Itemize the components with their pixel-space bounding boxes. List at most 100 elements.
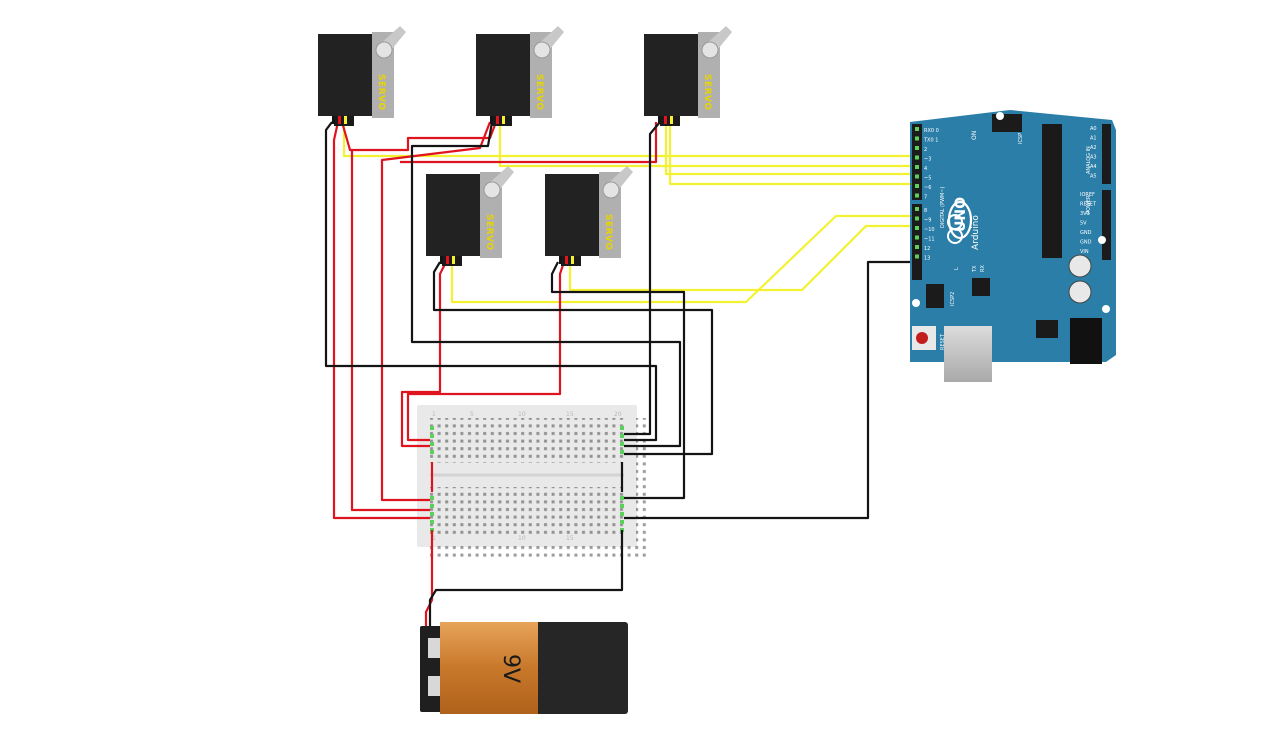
servo-power-lead [496, 116, 499, 124]
power-pin-label: 5V [1080, 221, 1087, 227]
bb-col-5: 5 [470, 411, 474, 418]
digital-pin [915, 155, 919, 160]
analog-pin-label: A3 [1090, 155, 1097, 161]
digital-header-high [912, 124, 922, 200]
digital-pin-label: TX0 1 [923, 138, 938, 144]
digital-pin-label: ~3 [924, 157, 931, 163]
mount-hole [1102, 305, 1110, 313]
servo-2: SERVO [476, 26, 564, 126]
analog-pin-label: A2 [1090, 145, 1097, 151]
bb-col-1-bottom: 1 [432, 535, 436, 542]
digital-pin [915, 146, 919, 150]
battery-orange-band [440, 622, 488, 714]
servo-power-lead [664, 116, 667, 124]
servo-ground-lead [440, 256, 443, 264]
svg-text:ICSP2: ICSP2 [950, 292, 956, 306]
servo-signal-lead [502, 116, 505, 124]
battery-terminal-positive [428, 638, 442, 658]
servo-power-lead [446, 256, 449, 264]
atmega-chip [1042, 124, 1062, 258]
digital-pin [915, 254, 919, 259]
servo-signal-lead [571, 256, 574, 264]
power-pin-label: IOREF [1080, 192, 1095, 198]
servo-body [318, 34, 376, 116]
bb-col-1: 1 [432, 411, 436, 418]
digital-pin [915, 245, 919, 249]
digital-pin-label: 4 [924, 166, 927, 172]
servo-body [644, 34, 702, 116]
breadboard-column-numbers: 1 5 10 15 20 1 10 15 [432, 411, 622, 542]
digital-pin-label: 13 [924, 256, 930, 262]
bb-col-15-bottom: 15 [566, 535, 574, 542]
svg-text:ICSP: ICSP [1018, 133, 1024, 144]
signal-wires [342, 122, 916, 304]
digital-pin [915, 216, 919, 221]
digital-pin-label: ~9 [924, 218, 931, 224]
battery-terminal-negative [428, 676, 442, 696]
power-pin-label: RESET [1080, 202, 1097, 208]
rx-led-label: RX [980, 265, 986, 272]
digital-pin [915, 207, 919, 211]
servo-ground-lead [658, 116, 661, 124]
servo-shaft [375, 41, 393, 59]
servo-shaft [701, 41, 719, 59]
servo-power-lead [565, 256, 568, 264]
power-wires [332, 121, 658, 632]
servo-body [426, 174, 484, 256]
digital-pin-label: ~11 [924, 237, 935, 243]
servo-1: SERVO [318, 26, 406, 126]
power-pin-label: VIN [1080, 249, 1089, 255]
servo-shaft [483, 181, 501, 199]
servo-signal-lead [670, 116, 673, 124]
svg-text:DIGITAL (PWM~): DIGITAL (PWM~) [940, 186, 946, 228]
servo-label: SERVO [484, 214, 494, 251]
l-led-label: L [954, 267, 960, 270]
svg-text:TX: TX [972, 265, 978, 273]
capacitor-1 [1068, 254, 1092, 278]
icsp-label: ICSP [1018, 133, 1024, 144]
digital-pin-label: RX0 0 [924, 128, 939, 134]
battery-9v: 9V [420, 622, 628, 714]
power-jack [1070, 318, 1102, 364]
digital-pin [915, 136, 919, 141]
servo-4: SERVO [426, 166, 514, 266]
icsp2-header [926, 284, 944, 308]
digital-pin [915, 165, 919, 169]
digital-pin [915, 226, 919, 230]
digital-pin [915, 174, 919, 179]
servo-label: SERVO [376, 74, 386, 111]
usb-connector [944, 326, 992, 382]
tx-led-label: TX [972, 265, 978, 273]
battery-label-panel [486, 622, 538, 714]
regulator [1036, 320, 1058, 338]
svg-text:ANALOG IN: ANALOG IN [1086, 146, 1092, 174]
digital-pin-label: ~5 [924, 176, 931, 182]
arduino-brand-text: Arduino [971, 215, 981, 250]
digital-header-low [912, 204, 922, 280]
digital-pin [915, 184, 919, 188]
breadboard: 1 5 10 15 20 1 10 15 [417, 405, 646, 558]
mount-hole [996, 112, 1004, 120]
power-pin-label: 3V3 [1080, 211, 1090, 217]
servo-label: SERVO [603, 214, 613, 251]
power-header [1102, 190, 1111, 260]
digital-pin [915, 193, 919, 198]
servo-ground-lead [490, 116, 493, 124]
arduino-uno: UNO Arduino DIGITAL (PWM~) ANALOG IN POW… [910, 110, 1116, 382]
digital-pin [915, 235, 919, 240]
analog-pin-label: A0 [1090, 126, 1097, 132]
digital-pin [915, 127, 919, 131]
analog-pin-label: A5 [1090, 174, 1097, 180]
uno-logo-text: UNO [953, 197, 969, 232]
servo-5: SERVO [545, 166, 633, 266]
servo-label: SERVO [534, 74, 544, 111]
digital-pin-label: ~6 [924, 185, 931, 191]
servo-body [476, 34, 534, 116]
digital-pin-label: 2 [924, 147, 927, 153]
reset-button-cap[interactable] [916, 332, 928, 344]
